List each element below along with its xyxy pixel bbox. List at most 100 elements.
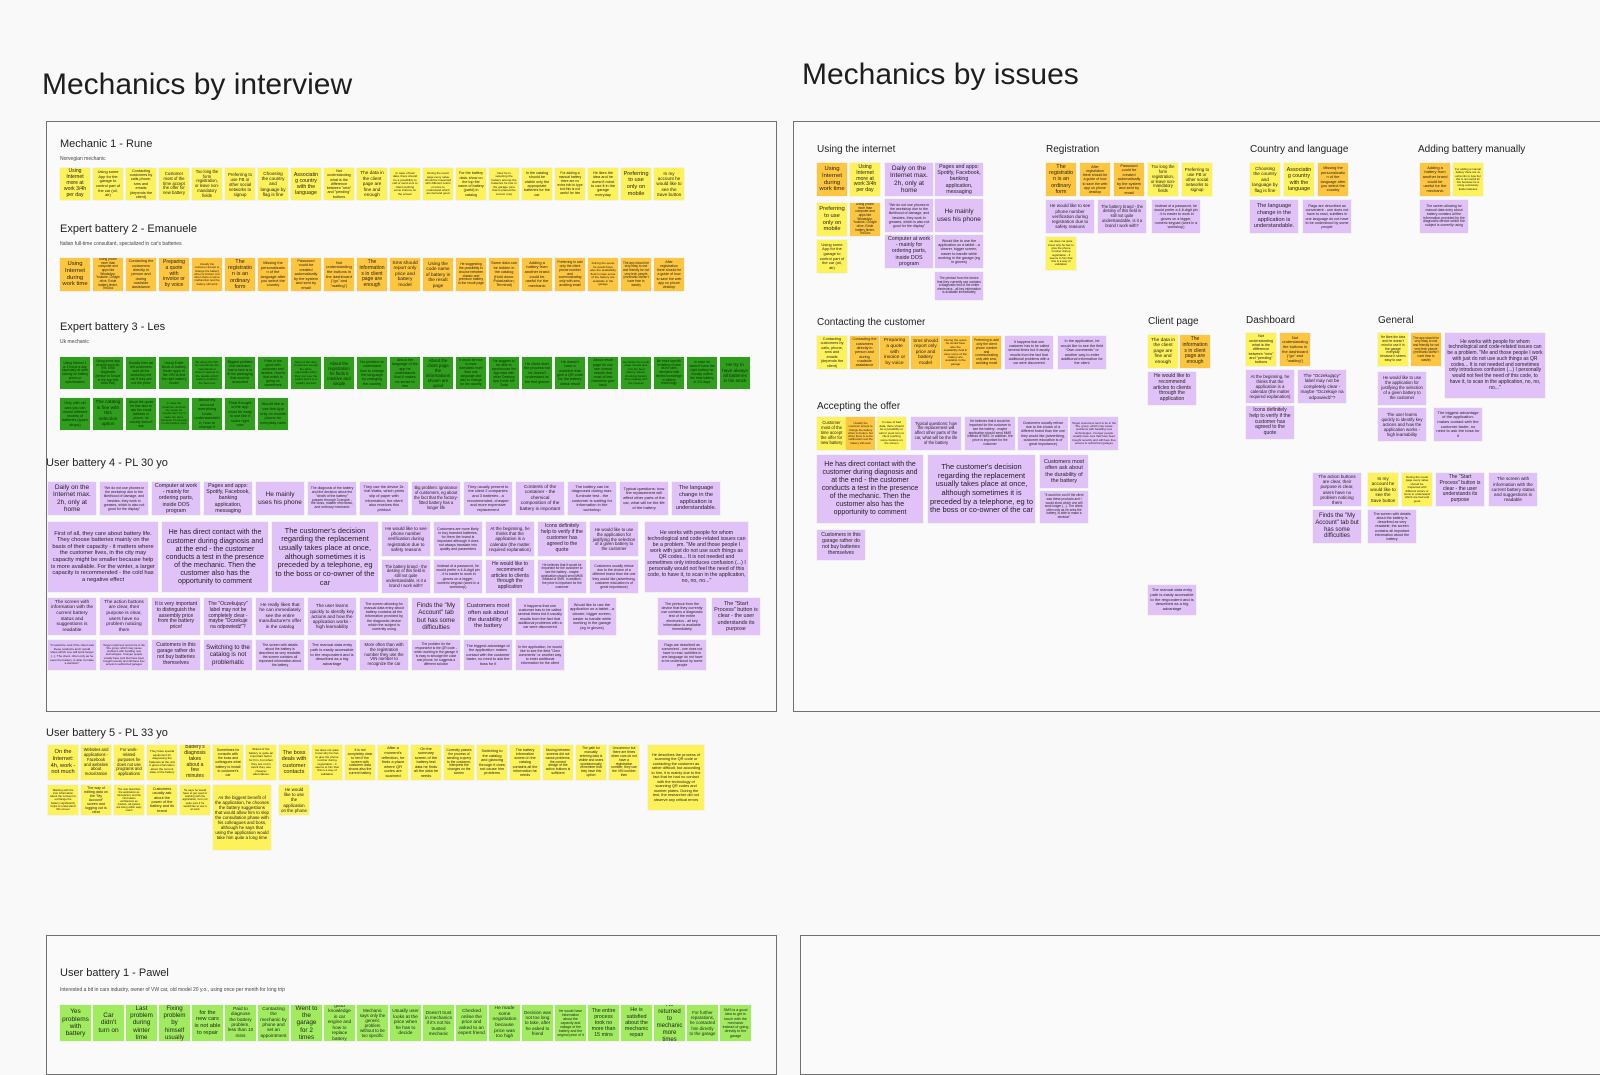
sticky-note[interactable]: Biggest problem that mechanic has to fac… (225, 357, 255, 389)
sticky-note[interactable]: On the Internet: 4h, work - not much (48, 745, 78, 780)
sticky-note[interactable]: The battery information screen in the ca… (510, 745, 540, 780)
sticky-note[interactable]: Most of the time customers accept the pr… (291, 357, 321, 389)
sticky-note[interactable]: Contacting the customers directly in per… (850, 336, 879, 369)
sticky-note[interactable]: The user learns quickly to identify key … (1378, 408, 1426, 441)
sticky-note[interactable]: He would like to see phone number verifi… (1046, 200, 1094, 233)
sticky-note[interactable]: The "Start Process" button is clear - th… (1436, 473, 1484, 506)
sticky-note[interactable]: In case the customer declines the quote … (159, 398, 189, 430)
sticky-note[interactable]: Preparing a quote with invoice or by voi… (880, 336, 909, 369)
sticky-note[interactable]: They usually present to the client 2 com… (464, 482, 512, 515)
sticky-note[interactable]: Daily on the Internet max. 2h, only at h… (885, 163, 933, 196)
sticky-note[interactable]: The screen with details about the batter… (256, 640, 304, 670)
sticky-note[interactable]: It happens that one customer has to be c… (516, 598, 564, 635)
sticky-note[interactable]: good knowledge in car engine and how to … (324, 1005, 355, 1041)
sticky-note[interactable]: Switching to the catalog and glancing th… (477, 745, 507, 780)
sticky-note[interactable]: The user describes the application as tr… (114, 785, 144, 815)
sticky-note[interactable]: Switching to the catalog is not problema… (204, 640, 252, 670)
sticky-note[interactable]: He suggesting the possibility to choose … (456, 258, 486, 291)
sticky-note[interactable]: Not understanding what is the difference… (1246, 333, 1276, 366)
sticky-note[interactable]: He works with people for whom technologi… (645, 522, 748, 592)
sticky-note[interactable]: Target customers tend to be in the 50+ g… (100, 640, 148, 670)
sticky-note[interactable]: The "Oczekujący" label may not be comple… (1298, 370, 1346, 403)
sticky-note[interactable]: He would like to use the application for… (1378, 372, 1426, 405)
sticky-note[interactable]: Would like to use the application on a t… (935, 235, 983, 268)
sticky-note[interactable]: The registration is an ordinary form (225, 258, 255, 291)
sticky-note[interactable]: Customers usually refuse due to the choi… (1018, 417, 1068, 450)
sticky-note[interactable]: Customers most often ask about the durab… (1040, 455, 1088, 488)
sticky-note[interactable]: Last problem during winter time (126, 1005, 157, 1041)
sticky-note[interactable]: The action buttons are clear, their purp… (1313, 473, 1361, 506)
sticky-note[interactable]: The biggest advantage of the application… (1434, 408, 1482, 441)
sticky-note[interactable]: About the language of the app he underst… (390, 357, 420, 389)
sticky-note[interactable]: Associating country with the language (1284, 163, 1314, 196)
sticky-note[interactable]: Sometimes he consults with the boss and … (213, 745, 243, 780)
sticky-note[interactable]: The data in the client page are fine and… (1148, 335, 1178, 368)
sticky-note[interactable]: Instead of a password, he would prefer a… (434, 560, 482, 593)
sticky-note[interactable]: Customers in this garage rather do not b… (152, 640, 200, 670)
sticky-note[interactable]: Usually the customer accept to change th… (846, 417, 875, 450)
sticky-note[interactable]: Marking with the icon information about … (48, 785, 78, 815)
sticky-note[interactable]: About my account everything looks unders… (192, 398, 222, 430)
sticky-note[interactable]: Using phone more than computer and apps … (850, 203, 880, 236)
sticky-note[interactable]: He believes that it would be important f… (538, 560, 586, 593)
sticky-note[interactable]: Moving between screens did not cause pro… (543, 745, 573, 780)
sticky-note[interactable]: Contacting customers by calls, phone, sm… (817, 336, 847, 369)
sticky-note[interactable]: He would like to recommend articles to c… (486, 560, 534, 593)
sticky-note[interactable]: Not understanding what is the difference… (324, 168, 354, 200)
sticky-note[interactable]: Preferring to add only the client phone … (555, 258, 585, 291)
sticky-note[interactable]: The user learns quickly to identify key … (308, 598, 356, 635)
sticky-note[interactable]: He try to have always all batteries in h… (720, 357, 750, 389)
sticky-note[interactable]: Customers usually ask about the power of… (147, 785, 177, 815)
sticky-note[interactable]: For adding a manual battery there are no… (1453, 163, 1483, 196)
sticky-note[interactable]: Would like to use the application on a t… (568, 598, 616, 635)
sticky-note[interactable]: He does not quite know why he has to giv… (312, 745, 342, 780)
sticky-note[interactable]: Using the code name of battery in the re… (423, 258, 453, 291)
sticky-note[interactable]: He says he would have to get used to wor… (180, 785, 210, 815)
sticky-note[interactable]: Brand of the battery is quite an importa… (246, 745, 276, 780)
sticky-note[interactable]: The customer's decision regarding the re… (928, 455, 1035, 523)
sticky-note[interactable]: He is satisfied about the mechanic repai… (621, 1005, 652, 1041)
sticky-note[interactable]: Finds the "My Account" tab but has some … (1313, 510, 1361, 543)
sticky-note[interactable]: He doesn't have a machine that give a QR… (555, 357, 585, 389)
sticky-note[interactable]: He would like to use the application on … (279, 785, 309, 815)
sticky-note[interactable]: Using phone more than computer and apps … (93, 258, 123, 291)
sticky-note[interactable]: Usually then we tell customers sold all … (126, 357, 156, 389)
sticky-note[interactable]: Big problem: ignorance of customers, eg … (412, 482, 460, 515)
sticky-note[interactable]: He made some negotiation because price w… (489, 1005, 520, 1041)
sticky-note[interactable]: He likes the idea and he doesn't mind to… (1378, 333, 1408, 366)
sticky-note[interactable]: He has direct contact with the customer … (162, 522, 268, 592)
sticky-note[interactable]: "We do not use phones in the workshop du… (100, 482, 148, 515)
sticky-note[interactable]: Using Internet 1 or 2 hours a day, espec… (60, 357, 90, 389)
sticky-note[interactable]: Password could be created automatically … (1114, 163, 1144, 196)
sticky-note[interactable]: First of all, they care about battery li… (48, 522, 158, 592)
sticky-note[interactable]: It would be nice to have translated more… (456, 357, 486, 389)
sticky-note[interactable]: The battery brand - the destiny of this … (382, 560, 430, 593)
sticky-note[interactable]: The diagnosis of the battery and the dec… (308, 482, 356, 515)
sticky-note[interactable]: Icons definitely help to verify if the c… (538, 522, 586, 556)
sticky-note[interactable]: Icons definitely help to verify if the c… (1246, 406, 1294, 439)
sticky-note[interactable]: Flags are described as convenient - one … (658, 640, 706, 670)
sticky-note[interactable]: SMS is a good idea to get in touch with … (720, 1005, 751, 1041)
sticky-note[interactable]: In the application, he would like to see… (1058, 336, 1106, 369)
sticky-note[interactable]: The screen allowing for manual data entr… (360, 598, 408, 635)
sticky-note[interactable]: Not understanding the buttons in the das… (324, 258, 354, 291)
sticky-note[interactable]: He would like to recommend articles to c… (1148, 372, 1196, 405)
sticky-note[interactable]: He would have information about the capa… (555, 1005, 586, 1041)
sticky-note[interactable]: In case of bad data, there should be a p… (390, 168, 420, 200)
sticky-note[interactable]: Yes problems with battery (60, 1005, 91, 1041)
sticky-note[interactable]: He clicks start the process but he doesn… (522, 357, 552, 389)
sticky-note[interactable]: After registration there should be a gui… (1080, 163, 1110, 196)
sticky-note[interactable]: Instead of a password, he would prefer a… (1152, 200, 1200, 233)
sticky-note[interactable]: Sms should report only price and battery… (390, 258, 420, 291)
sticky-note[interactable]: About the registration he finds it intui… (324, 357, 354, 389)
sticky-note[interactable]: Contacting customers by calls phone, sms… (126, 168, 156, 200)
sticky-note[interactable]: By using the VIN he sometimes the manufa… (192, 357, 222, 389)
sticky-note[interactable]: Customer most of the time accept the off… (817, 417, 846, 450)
sticky-note[interactable]: Same data can be hidden in the catalog (… (489, 258, 519, 291)
sticky-note[interactable]: Too long the form registration, or leave… (1148, 163, 1178, 196)
sticky-note[interactable]: Checked online the price and asked to an… (456, 1005, 487, 1041)
sticky-note[interactable]: The action buttons are clear, their purp… (100, 598, 148, 635)
sticky-note[interactable]: The app should be very easy to use and f… (621, 258, 651, 291)
sticky-note[interactable]: The app should be very easy to use and f… (1411, 333, 1441, 366)
sticky-note[interactable]: Final thought is the app must be easy to… (225, 398, 255, 430)
